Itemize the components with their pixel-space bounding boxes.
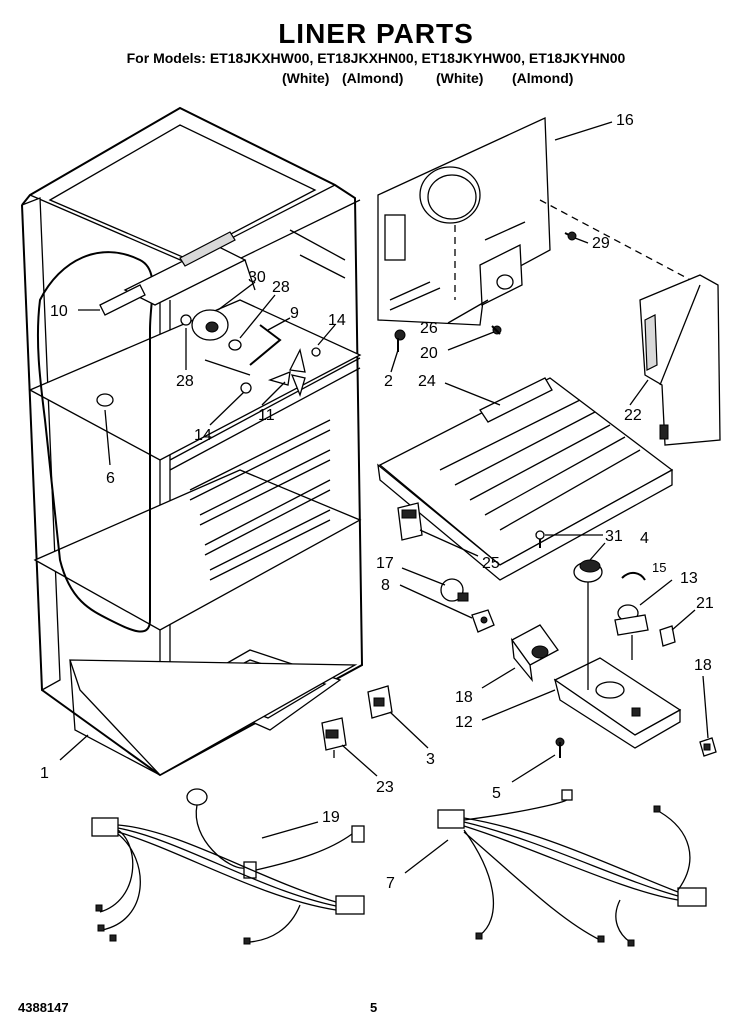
model-list: For Models: ET18JKXHW00, ET18JKXHN00, ET… (126, 50, 626, 66)
callout-labels: 10 6 30 28 9 14 28 14 11 16 29 26 20 2 2… (40, 112, 714, 892)
part-5-screw (555, 737, 565, 758)
part-11-fan-blade (267, 348, 306, 397)
callout-11: 11 (258, 407, 275, 424)
callout-3: 3 (426, 751, 435, 768)
part-3-light-switch (367, 685, 393, 719)
callout-28b: 28 (176, 373, 194, 390)
callout-29: 29 (592, 235, 610, 252)
callout-28a: 28 (272, 279, 290, 296)
callout-18-visible: 18 (455, 689, 473, 706)
part-6-plug (96, 393, 114, 407)
callout-16: 16 (616, 112, 634, 129)
part-30-evaporator-fan-motor (191, 309, 229, 341)
callout-15: 15 (652, 560, 666, 575)
callout-2: 2 (384, 373, 393, 390)
callout-5: 5 (492, 785, 501, 802)
color-label-2: (Almond) (342, 70, 404, 86)
callout-22: 21 (696, 595, 714, 612)
callout-14a: 14 (194, 427, 212, 444)
part-23-air-duct (639, 274, 721, 446)
part-4-control-knob (573, 559, 603, 583)
color-label-1: (White) (282, 70, 330, 86)
part-24-socket (321, 717, 347, 758)
part-7-wire-harness (437, 789, 707, 947)
callout-12: 12 (455, 714, 473, 731)
callout-14b: 14 (328, 312, 346, 329)
part-15-clip (621, 572, 646, 581)
part-8-light-socket (471, 609, 495, 633)
color-label-3: (White) (436, 70, 484, 86)
callout-26: 25 (482, 555, 500, 572)
callout-8: 8 (381, 577, 390, 594)
callout-13: 13 (680, 570, 698, 587)
callout-1: 1 (40, 765, 49, 782)
part-10-bracket (99, 284, 146, 316)
part-13-cold-control (614, 604, 649, 660)
callout-7: 7 (386, 875, 395, 892)
callout-23: 22 (624, 407, 642, 424)
page-title: LINER PARTS (278, 18, 474, 49)
callout-31: 31 (605, 528, 623, 545)
leader-lines (59, 121, 709, 874)
part-28-grommet (228, 339, 242, 351)
callout-25: 24 (418, 373, 436, 390)
part-14-screw-a (240, 382, 252, 394)
callout-30: 30 (248, 269, 266, 286)
callout-21: 19 (322, 809, 340, 826)
part-29-screw (564, 231, 577, 241)
part-22-terminal (659, 625, 676, 647)
callout-24: 23 (376, 779, 394, 796)
callout-9: 9 (290, 305, 299, 322)
part-19-connector (699, 737, 717, 757)
part-31-screw (535, 530, 545, 548)
part-20-screw (491, 325, 502, 335)
part-18-light-shield (511, 624, 559, 683)
part-12-control-housing (553, 657, 682, 749)
document-number: 4388147 (18, 1000, 69, 1015)
part-16-evaporator-cover (377, 117, 551, 326)
callout-19: 18 (694, 657, 712, 674)
callout-6: 6 (106, 470, 115, 487)
part-2-screw (394, 329, 406, 352)
part-17-light-bulb (440, 578, 469, 602)
part-9-fan-bracket (249, 324, 282, 366)
callout-4: 4 (640, 530, 649, 547)
color-label-4: (Almond) (512, 70, 574, 86)
callout-10: 10 (50, 303, 68, 320)
part-28-screw-a (180, 314, 192, 326)
part-14-screw-b (311, 347, 321, 357)
cabinet-liner (21, 106, 364, 777)
part-21-wire-harness (91, 788, 365, 945)
part-26-light-switch (397, 502, 423, 541)
callout-27: 26 (420, 320, 438, 337)
callout-17: 17 (376, 555, 394, 572)
callout-20: 20 (420, 345, 438, 362)
part-14-rod (204, 359, 251, 376)
page-number: 5 (370, 1000, 378, 1015)
part-25-divider (377, 377, 674, 581)
